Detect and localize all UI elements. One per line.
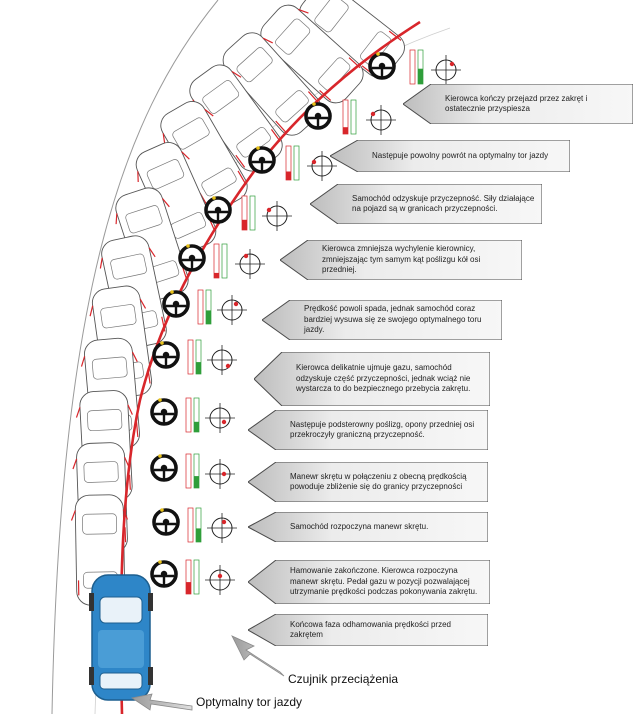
step-callout: Kierowca zmniejsza wychylenie kierownicy… xyxy=(280,240,522,280)
lead-car xyxy=(89,574,153,701)
car-ghost-sequence xyxy=(70,0,405,606)
pedal-gauge xyxy=(342,99,357,135)
step-callout-text: Końcowa faza odhamowania prędkości przed… xyxy=(290,619,451,640)
pedal-gauge xyxy=(213,243,228,279)
instrument-sequence xyxy=(150,49,461,595)
instrument-group xyxy=(368,49,461,85)
g-force-sensor-icon xyxy=(205,459,235,489)
instrument-group xyxy=(204,195,292,231)
steering-wheel-icon xyxy=(204,196,232,224)
instrument-group xyxy=(248,145,337,181)
g-force-sensor-icon xyxy=(207,345,237,375)
step-callout: Hamowanie zakończone. Kierowca rozpoczyn… xyxy=(248,560,490,604)
step-callout-text: Manewr skrętu w połączeniu z obecną pręd… xyxy=(290,471,467,492)
g-force-sensor-icon xyxy=(235,249,265,279)
steering-wheel-icon xyxy=(368,52,396,80)
steering-wheel-icon xyxy=(304,102,332,130)
instrument-group xyxy=(150,559,235,595)
pedal-gauge xyxy=(241,195,256,231)
step-callout: Samochód rozpoczyna manewr skrętu. xyxy=(248,512,488,542)
pedal-gauge xyxy=(409,49,424,85)
g-force-sensor-icon xyxy=(431,55,461,85)
step-callout-text: Samochód odzyskuje przyczepność. Siły dz… xyxy=(352,193,535,214)
step-callout: Prędkość powoli spada, jednak samochód c… xyxy=(262,300,502,340)
steering-wheel-icon xyxy=(162,290,190,318)
sensor-pointer-arrow xyxy=(231,635,285,677)
pedal-gauge xyxy=(197,289,212,325)
instrument-group xyxy=(150,397,235,433)
steering-wheel-icon xyxy=(152,341,180,369)
step-callout-text: Prędkość powoli spada, jednak samochód c… xyxy=(304,304,482,335)
steering-wheel-icon xyxy=(150,454,178,482)
g-force-sensor-icon xyxy=(262,201,292,231)
car-ghost xyxy=(260,4,364,104)
g-force-sensor-icon xyxy=(366,105,396,135)
step-callout-text: Następuje powolny powrót na optymalny to… xyxy=(372,150,549,160)
pedal-gauge xyxy=(185,453,200,489)
steering-wheel-icon xyxy=(248,146,276,174)
step-callout-text: Kierowca delikatnie ujmuje gazu, samochó… xyxy=(296,363,471,394)
step-callout: Kierowca delikatnie ujmuje gazu, samochó… xyxy=(254,352,490,406)
sensor-caption: Czujnik przeciążenia xyxy=(288,672,399,686)
instrument-group xyxy=(304,99,396,135)
step-callout-text: Kierowca zmniejsza wychylenie kierownicy… xyxy=(322,244,481,275)
steering-wheel-icon xyxy=(178,244,206,272)
instrument-group xyxy=(152,507,237,543)
steering-wheel-icon xyxy=(150,398,178,426)
instrument-group xyxy=(152,339,237,375)
pedal-gauge xyxy=(187,507,202,543)
step-callout-text: Hamowanie zakończone. Kierowca rozpoczyn… xyxy=(290,566,478,597)
pedal-gauge xyxy=(187,339,202,375)
instrument-group xyxy=(162,289,247,325)
instrument-group xyxy=(178,243,265,279)
pedal-gauge xyxy=(285,145,300,181)
line-pointer-arrow xyxy=(130,693,193,711)
road-outer-edge xyxy=(51,0,219,714)
step-callout: Kierowca kończy przejazd przez zakręt i … xyxy=(403,84,633,124)
step-callout: Następuje podsterowny poślizg, opony prz… xyxy=(248,410,488,450)
steering-wheel-icon xyxy=(150,560,178,588)
steering-wheel-icon xyxy=(152,508,180,536)
optimal-line-caption: Optymalny tor jazdy xyxy=(196,695,303,709)
pedal-gauge xyxy=(185,559,200,595)
step-callout: Manewr skrętu w połączeniu z obecną pręd… xyxy=(248,462,488,502)
step-callout: Samochód odzyskuje przyczepność. Siły dz… xyxy=(310,184,542,224)
step-callout-text: Następuje podsterowny poślizg, opony prz… xyxy=(290,419,475,440)
g-force-sensor-icon xyxy=(207,513,237,543)
instrument-group xyxy=(150,453,235,489)
pedal-gauge xyxy=(185,397,200,433)
step-callout: Następuje powolny powrót na optymalny to… xyxy=(330,140,570,172)
step-callout-text: Kierowca kończy przejazd przez zakręt i … xyxy=(445,93,588,114)
g-force-sensor-icon xyxy=(307,151,337,181)
g-force-sensor-icon xyxy=(217,295,247,325)
step-callout: Końcowa faza odhamowania prędkości przed… xyxy=(248,614,488,646)
step-callout-text: Samochód rozpoczyna manewr skrętu. xyxy=(290,521,429,531)
g-force-sensor-icon xyxy=(205,565,235,595)
g-force-sensor-icon xyxy=(205,403,235,433)
